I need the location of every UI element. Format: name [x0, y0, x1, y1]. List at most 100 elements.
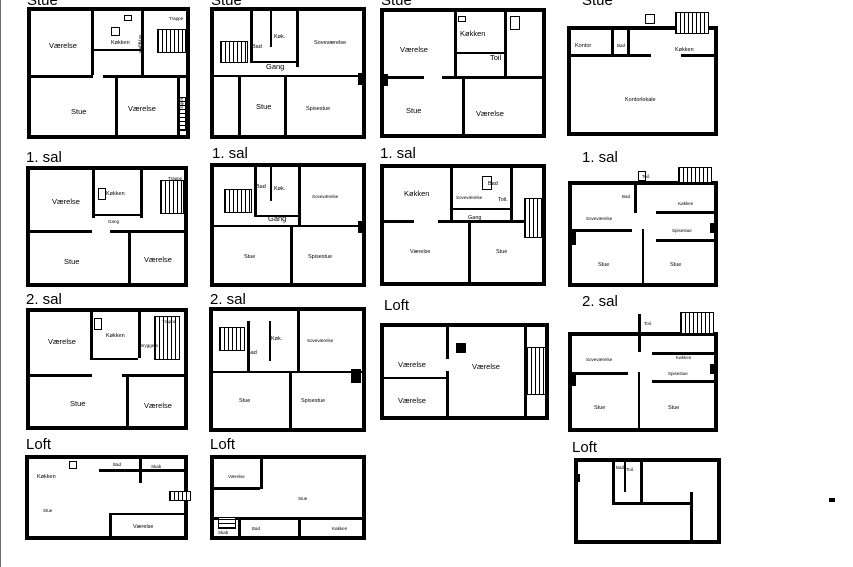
level-label: Loft — [26, 436, 52, 453]
room-label: Køkken — [404, 189, 430, 198]
room-label: Værelse — [476, 109, 504, 118]
room-label: Stue — [594, 405, 606, 411]
room-label: Skab — [151, 464, 162, 469]
room-label: Værelse — [52, 197, 80, 206]
room-label: Soveværelse — [456, 195, 483, 200]
room-label: Trappe — [168, 176, 183, 181]
marker — [829, 498, 835, 502]
room-label: Bad — [617, 43, 626, 48]
room-label: Værelse — [398, 360, 426, 369]
floor-plan: Køkken Bad Soveværelse Gang Toil. Værels… — [380, 164, 546, 286]
level-label: 2. sal — [582, 293, 618, 310]
room-label: Bad — [247, 350, 257, 356]
room-label: Soveværelse — [314, 40, 347, 46]
level-label: Loft — [572, 439, 598, 456]
room-label: Stue — [256, 102, 272, 111]
level-label: Stue — [381, 0, 412, 9]
room-label: Køkken — [106, 333, 125, 339]
floor-plan: Værelse Køkken Trappe Bryggers Stue Være… — [26, 308, 188, 430]
level-label: 1. sal — [212, 145, 248, 162]
room-label: Køkken — [111, 40, 130, 46]
room-label: Stue — [70, 399, 86, 408]
room-label: Værelse — [144, 255, 172, 264]
room-label: Stue — [670, 262, 682, 268]
room-label: Bad — [622, 194, 631, 199]
room-label: Køkken — [678, 201, 694, 206]
level-label: Stue — [582, 0, 613, 9]
room-label: Værelse — [144, 401, 172, 410]
room-label: Værelse — [228, 474, 245, 479]
room-label: Værelse — [472, 362, 500, 371]
level-label: 1. sal — [380, 145, 416, 162]
room-label: Stue — [64, 257, 80, 266]
room-label: Gang — [268, 214, 287, 223]
room-label: Stue — [244, 254, 256, 260]
room-label: Soveværelse — [586, 357, 613, 362]
room-label: Soveværelse — [307, 338, 334, 343]
room-label: Stue — [239, 398, 251, 404]
room-label: Spisestue — [301, 398, 326, 404]
room-label: Soveværelse — [586, 216, 613, 221]
room-label: Trappe — [169, 16, 184, 21]
room-label: Værelse — [400, 45, 428, 54]
room-label: Værelse — [410, 249, 431, 255]
room-label: Toil. — [498, 197, 508, 203]
floor-plan: Værelse Stue Skab Bad Køkken — [210, 455, 366, 540]
room-label: Bad — [488, 181, 498, 187]
room-label: Gang — [266, 62, 285, 71]
room-label: Bryggers — [138, 35, 143, 54]
room-label: Bryggers — [140, 343, 159, 348]
room-label: Stue — [668, 405, 680, 411]
floor-plan: Værelse Køkken Trappe Gang Stue Værelse — [26, 166, 188, 287]
floor-plan: Værelse Køkken Toil Stue Værelse — [380, 8, 546, 138]
level-label: Stue — [211, 0, 242, 9]
room-label: Spisestue — [306, 106, 331, 112]
floor-plan: Bad Toil. Soveværelse Køkken Spisestue S… — [568, 167, 718, 287]
room-label: Stue — [71, 107, 87, 116]
room-label: Køk. — [274, 34, 286, 40]
floor-plan: Bad Køk. Soveværelse Gang Stue Spisestue — [210, 7, 366, 139]
room-label: Bad — [113, 462, 122, 467]
level-label: Stue — [27, 0, 58, 9]
room-label: Køkken — [676, 355, 692, 360]
floor-plan: Bad Køk. Soveværelse Gang Stue Spisestue — [210, 163, 366, 287]
floor-plan: Værelse Værelse Værelse — [380, 323, 549, 420]
room-label: Kontor — [575, 43, 592, 49]
room-label: Trappe — [162, 319, 177, 324]
room-label: Køkken — [37, 474, 56, 480]
level-label: 1. sal — [582, 149, 618, 166]
room-label: Køkken — [460, 29, 486, 38]
room-label: Spisestue — [308, 254, 333, 260]
room-label: Værelse — [398, 396, 426, 405]
room-label: Bad — [252, 526, 261, 531]
room-label: Toil. — [626, 467, 635, 472]
room-label: Stue — [496, 249, 508, 255]
room-label: Køk. — [274, 186, 286, 192]
floor-plan: Toil. Soveværelse Køkken Spisestue Stue … — [568, 312, 718, 432]
room-label: Køkken — [675, 47, 694, 53]
room-label: Gang — [468, 215, 482, 221]
room-label: Køkken — [106, 191, 125, 197]
floor-plan: Kontor Bad Køkken Kontorlokale — [567, 12, 718, 136]
room-label: Bad — [616, 465, 625, 470]
level-label: 2. sal — [26, 291, 62, 308]
room-label: Stue — [298, 496, 308, 501]
room-label: Spisestue — [668, 371, 688, 376]
room-label: Køkken — [332, 526, 348, 531]
room-label: Spisestue — [672, 228, 692, 233]
room-label: Toil — [490, 53, 502, 62]
level-label: 2. sal — [210, 291, 246, 308]
floor-plan: Bad Toil. — [574, 458, 721, 544]
floor-plan: Køkken Bad Skab Stue Værelse — [25, 455, 191, 540]
room-label: Værelse — [128, 104, 156, 113]
sheet-left-edge — [0, 0, 1, 567]
room-label: Stue — [43, 508, 53, 513]
level-label: 1. sal — [26, 149, 62, 166]
level-label: Loft — [384, 297, 410, 314]
room-label: Toil. — [644, 321, 653, 326]
room-label: Køk. — [271, 336, 283, 342]
room-label: Stue — [598, 262, 610, 268]
room-label: Kontorlokale — [625, 97, 656, 103]
room-label: Værelse — [48, 337, 76, 346]
